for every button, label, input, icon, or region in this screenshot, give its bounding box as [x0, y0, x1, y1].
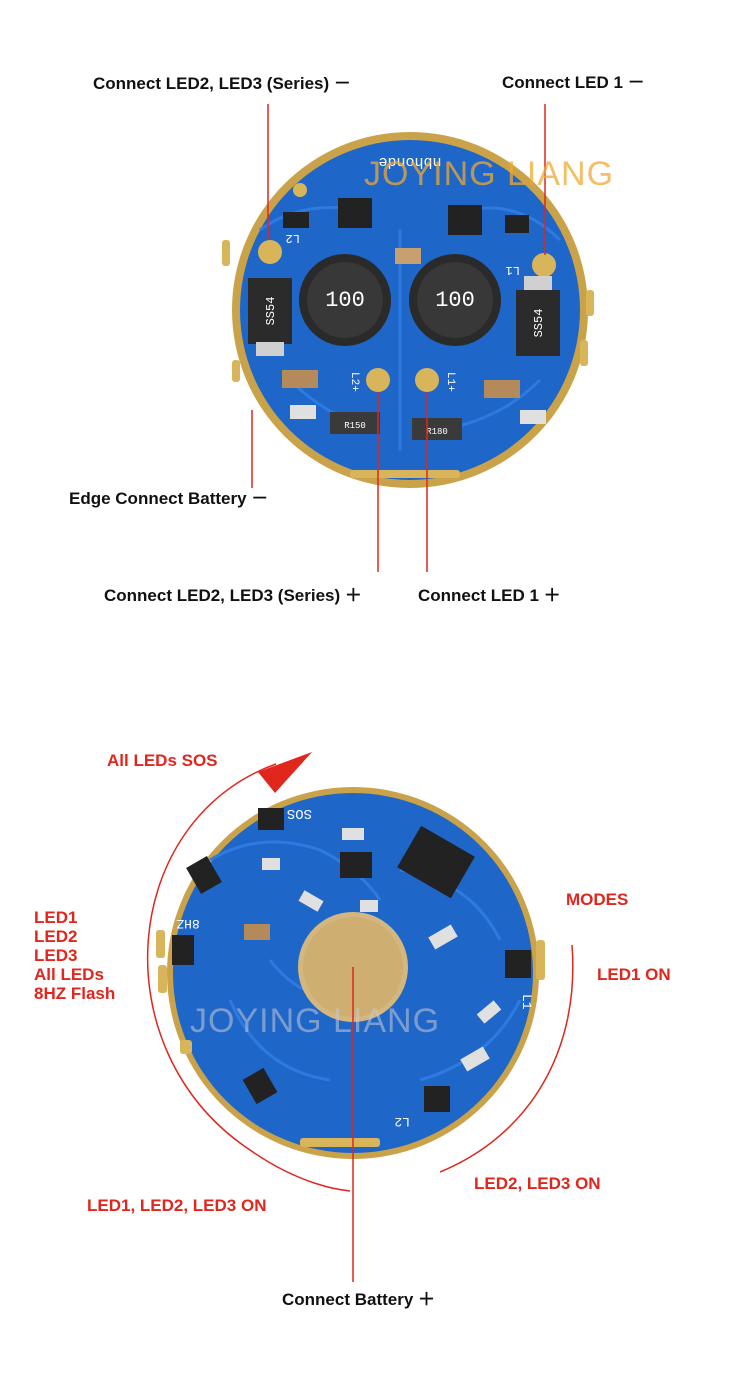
- label-modes-title: MODES: [566, 890, 629, 909]
- flash-line-all-leds: All LEDs: [34, 965, 104, 984]
- top-via-1: [293, 183, 307, 197]
- label-edge-battery: Edge Connect Battery －: [69, 489, 269, 508]
- top-leader-lines: [251, 104, 546, 572]
- label-mode-led23-on: LED2, LED3 ON: [474, 1174, 601, 1193]
- watermark-top: JOYING LIANG: [364, 155, 615, 193]
- top-silk-l2: L2: [286, 231, 300, 245]
- top-hole-left: [258, 240, 282, 264]
- top-silk-resistor-left: R150: [344, 421, 366, 431]
- bottom-silk-sos: SOS: [287, 805, 312, 821]
- flash-line-8hz: 8HZ Flash: [34, 984, 116, 1003]
- flash-line-led2: LED2: [34, 927, 78, 946]
- top-hole-right: [532, 253, 556, 277]
- top-driver-board: nbhonde L2 L1 L2+ L1+ 100 100 SS54 SS54 …: [222, 132, 594, 488]
- bottom-silk-8hz: 8HZ: [176, 916, 200, 931]
- label-mode-sos: All LEDs SOS: [107, 751, 218, 770]
- top-silk-diode-left: SS54: [264, 297, 278, 326]
- top-silk-l2plus: L2+: [348, 372, 360, 392]
- label-mode-led1-on: LED1 ON: [597, 965, 671, 984]
- label-battery-plus: Connect Battery ＋: [282, 1290, 436, 1309]
- label-led1-plus: Connect LED 1 ＋: [418, 586, 561, 605]
- bottom-silk-l2: L2: [394, 1114, 410, 1129]
- flash-line-led3: LED3: [34, 946, 78, 965]
- mode-arc-right: [439, 944, 574, 1173]
- top-smd-parts: [282, 198, 546, 440]
- flash-line-led1: LED1: [34, 908, 78, 927]
- top-silk-inductor-left: 100: [325, 288, 365, 313]
- top-silk-resistor-right: R180: [426, 427, 448, 437]
- top-inductor-left: [299, 254, 391, 346]
- bottom-smd-parts: [172, 808, 531, 1112]
- label-led23-minus: Connect LED2, LED3 (Series) －: [93, 74, 351, 93]
- label-mode-flash-list: LED1 LED2 LED3 All LEDs 8HZ Flash: [34, 908, 115, 1003]
- mode-arrowhead: [258, 752, 312, 793]
- bottom-silk-l1: L1: [519, 994, 534, 1010]
- top-diode-right: [516, 276, 560, 356]
- label-mode-led123-on: LED1, LED2, LED3 ON: [87, 1196, 267, 1215]
- top-inductor-right: [409, 254, 501, 346]
- mode-cycle-arrows: [146, 763, 574, 1192]
- watermark-bottom: JOYING LIANG: [190, 1002, 441, 1040]
- bottom-driver-board: SOS 8HZ L1 L2: [156, 787, 545, 1159]
- top-diode-left: [248, 278, 292, 356]
- top-silk-l1: L1: [506, 263, 520, 277]
- top-silk-brand: nbhonde: [378, 153, 441, 170]
- top-pad-l1-plus: [415, 368, 439, 392]
- top-silk-l1plus: L1+: [444, 372, 456, 392]
- top-pad-l2-plus: [366, 368, 390, 392]
- bottom-edge-pads: [156, 930, 545, 1147]
- label-led23-plus: Connect LED2, LED3 (Series) ＋: [104, 586, 362, 605]
- label-led1-minus: Connect LED 1 －: [502, 73, 645, 92]
- top-silk-diode-right: SS54: [532, 309, 546, 338]
- top-silk-inductor-right: 100: [435, 288, 475, 313]
- mode-arc-left: [146, 763, 351, 1192]
